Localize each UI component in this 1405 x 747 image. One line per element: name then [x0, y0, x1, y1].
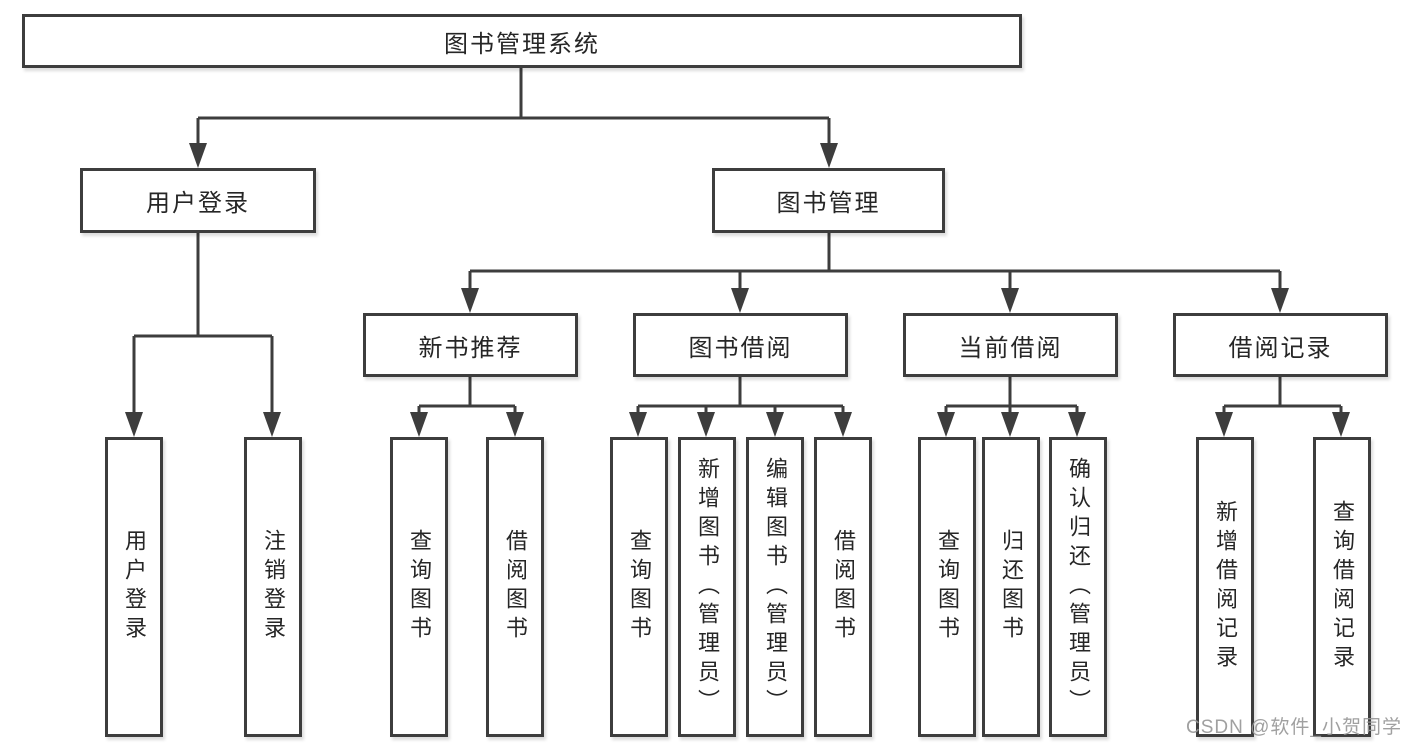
node-root: 图书管理系统: [22, 14, 1022, 68]
node-book-management: 图书管理: [712, 168, 945, 233]
leaf-logout-login: 注销登录: [244, 437, 302, 737]
leaf-borrow-query-books: 查询图书: [610, 437, 668, 737]
node-current-borrowing: 当前借阅: [903, 313, 1118, 377]
node-root-label: 图书管理系统: [444, 30, 600, 58]
leaf-user-login: 用户登录: [105, 437, 163, 737]
leaf-borrow-add-books-admin-label: 新增图书（管理员）: [695, 456, 720, 718]
node-book-borrowing-label: 图书借阅: [688, 334, 793, 362]
leaf-current-confirm-return-admin-label: 确认归还（管理员）: [1066, 456, 1091, 718]
leaf-borrow-borrow-books-label: 借阅图书: [831, 529, 856, 645]
node-user-login-label: 用户登录: [146, 190, 250, 217]
leaf-records-add-borrow-record: 新增借阅记录: [1196, 437, 1254, 737]
leaf-current-return-books: 归还图书: [982, 437, 1040, 737]
node-new-book-recommend: 新书推荐: [363, 313, 578, 377]
leaf-current-return-books-label: 归还图书: [999, 529, 1024, 645]
leaf-borrow-borrow-books: 借阅图书: [814, 437, 872, 737]
leaf-records-add-borrow-record-label: 新增借阅记录: [1213, 500, 1238, 674]
node-book-borrowing: 图书借阅: [633, 313, 848, 377]
node-borrow-records: 借阅记录: [1173, 313, 1388, 377]
leaf-borrow-add-books-admin: 新增图书（管理员）: [678, 437, 736, 737]
leaf-recommend-borrow-books-label: 借阅图书: [503, 529, 528, 645]
leaf-recommend-borrow-books: 借阅图书: [486, 437, 544, 737]
leaf-recommend-query-books: 查询图书: [390, 437, 448, 737]
leaf-user-login-label: 用户登录: [122, 529, 147, 645]
leaf-borrow-edit-books-admin-label: 编辑图书（管理员）: [763, 456, 788, 718]
arrowheads: [125, 143, 1350, 437]
leaf-borrow-query-books-label: 查询图书: [627, 529, 652, 645]
node-new-book-recommend-label: 新书推荐: [418, 334, 523, 362]
node-current-borrowing-label: 当前借阅: [958, 334, 1063, 362]
node-user-login: 用户登录: [80, 168, 316, 233]
leaf-borrow-edit-books-admin: 编辑图书（管理员）: [746, 437, 804, 737]
leaf-recommend-query-books-label: 查询图书: [407, 529, 432, 645]
leaf-current-confirm-return-admin: 确认归还（管理员）: [1049, 437, 1107, 737]
leaf-current-query-books: 查询图书: [918, 437, 976, 737]
leaf-records-query-borrow-record: 查询借阅记录: [1313, 437, 1371, 737]
node-book-management-label: 图书管理: [776, 190, 881, 217]
watermark: CSDN @软件_小贺同学: [1186, 717, 1402, 738]
leaf-logout-login-label: 注销登录: [261, 529, 286, 645]
leaf-records-query-borrow-record-label: 查询借阅记录: [1330, 500, 1355, 674]
leaf-current-query-books-label: 查询图书: [935, 529, 960, 645]
node-borrow-records-label: 借阅记录: [1228, 334, 1333, 362]
